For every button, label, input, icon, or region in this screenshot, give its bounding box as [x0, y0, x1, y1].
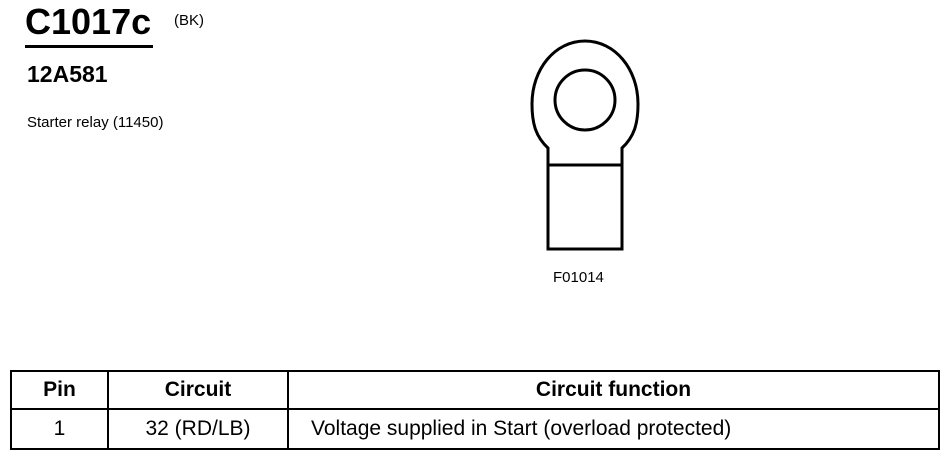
figure-code: F01014 [553, 269, 604, 286]
component-description: Starter relay (11450) [27, 114, 164, 131]
cell-circuit-function: Voltage supplied in Start (overload prot… [287, 408, 940, 450]
table-row: 1 32 (RD/LB) Voltage supplied in Start (… [10, 408, 940, 450]
cell-circuit: 32 (RD/LB) [107, 408, 289, 450]
part-number: 12A581 [27, 61, 108, 87]
cell-pin: 1 [10, 408, 109, 450]
pin-table: Pin Circuit Circuit function 1 32 (RD/LB… [10, 370, 940, 450]
header-circuit-function: Circuit function [287, 370, 940, 410]
header-pin: Pin [10, 370, 109, 410]
connector-color: (BK) [174, 12, 204, 29]
header-circuit: Circuit [107, 370, 289, 410]
ring-terminal-icon [530, 38, 640, 258]
connector-id: C1017c [25, 2, 153, 48]
table-header-row: Pin Circuit Circuit function [10, 370, 940, 410]
